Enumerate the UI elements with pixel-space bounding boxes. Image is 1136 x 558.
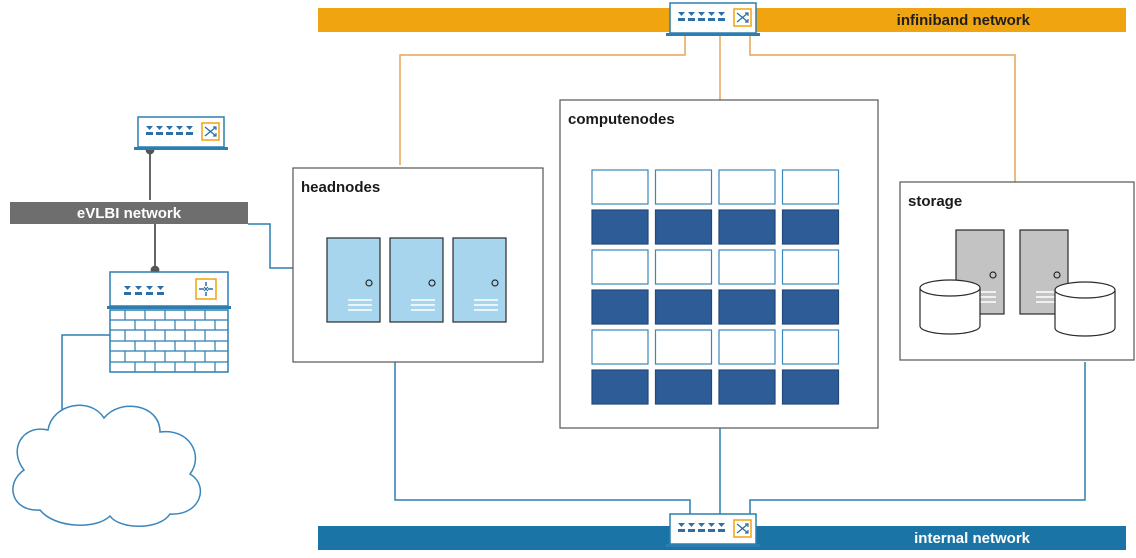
infiniband-network-label: infiniband network: [897, 12, 1031, 29]
headnodes-group: headnodes: [292, 167, 544, 363]
storage-label: storage: [908, 193, 962, 210]
compute-node-outline[interactable]: [591, 169, 649, 205]
headnode-server-icon[interactable]: [389, 237, 444, 323]
compute-node-filled[interactable]: [781, 289, 840, 325]
computenodes-label: computenodes: [568, 111, 675, 128]
compute-node-outline[interactable]: [591, 249, 649, 285]
compute-node-outline[interactable]: [591, 329, 649, 365]
compute-node-filled[interactable]: [591, 209, 649, 245]
compute-node-outline[interactable]: [781, 329, 840, 365]
headnode-server-icon[interactable]: [452, 237, 507, 323]
router-icon[interactable]: [107, 271, 231, 309]
compute-node-outline[interactable]: [781, 249, 840, 285]
compute-node-outline[interactable]: [718, 249, 776, 285]
cloud-icon[interactable]: [12, 404, 201, 527]
evlbi-network-bar: eVLBI network: [10, 202, 248, 224]
compute-node-outline[interactable]: [654, 249, 713, 285]
evlbi-network-label: eVLBI network: [77, 205, 182, 222]
cloud-firewall-link: [61, 334, 110, 425]
evlbi-switch-icon[interactable]: [133, 116, 229, 151]
internal-network-label: internal network: [914, 530, 1031, 547]
compute-node-filled[interactable]: [781, 369, 840, 405]
internal-switch-icon[interactable]: [665, 513, 761, 548]
storage-group: storage: [899, 181, 1135, 361]
compute-node-filled[interactable]: [591, 369, 649, 405]
compute-node-outline[interactable]: [654, 169, 713, 205]
compute-node-filled[interactable]: [591, 289, 649, 325]
compute-node-outline[interactable]: [781, 169, 840, 205]
infiniband-links: [399, 33, 1016, 182]
compute-node-outline[interactable]: [718, 329, 776, 365]
infiniband-switch-icon[interactable]: [665, 2, 761, 37]
link-internal-headnodes: [394, 362, 691, 520]
compute-node-outline[interactable]: [718, 169, 776, 205]
internal-links: [394, 362, 1086, 520]
firewall-brick-icon[interactable]: [109, 309, 229, 373]
link-infiniband-headnodes: [399, 33, 686, 165]
compute-node-filled[interactable]: [718, 369, 776, 405]
computenodes-group: computenodes: [559, 99, 879, 429]
compute-node-filled[interactable]: [654, 369, 713, 405]
compute-node-filled[interactable]: [718, 289, 776, 325]
compute-node-outline[interactable]: [654, 329, 713, 365]
headnodes-label: headnodes: [301, 179, 380, 196]
compute-node-filled[interactable]: [781, 209, 840, 245]
compute-node-filled[interactable]: [654, 209, 713, 245]
disk-cylinder-icon[interactable]: [1054, 281, 1116, 337]
link-infiniband-storage: [749, 33, 1016, 182]
link-internal-storage: [749, 362, 1086, 520]
headnode-evlbi-link: [248, 223, 293, 269]
headnode-server-icon[interactable]: [326, 237, 381, 323]
disk-cylinder-icon[interactable]: [919, 279, 981, 335]
compute-node-filled[interactable]: [654, 289, 713, 325]
compute-node-filled[interactable]: [718, 209, 776, 245]
